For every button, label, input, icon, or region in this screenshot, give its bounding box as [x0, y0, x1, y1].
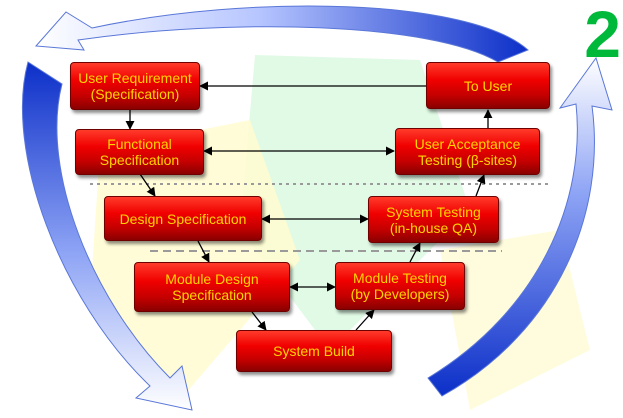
- slide-number: 2: [584, 0, 621, 71]
- box-module-design-specification: Module Design Specification: [134, 262, 290, 312]
- watermark-yellow-shape: [90, 120, 300, 400]
- left-curved-arrow: [21, 61, 193, 411]
- box-to-user: To User: [426, 62, 550, 109]
- right-curved-arrow: [427, 56, 613, 397]
- box-functional-specification: Functional Specification: [75, 129, 204, 175]
- connector-moduletesting-to-systemtesting: [409, 242, 421, 263]
- connector-systemtesting-to-acceptance: [475, 174, 486, 197]
- box-system-testing: System Testing (in-house QA): [368, 196, 499, 243]
- connector-functional-to-design: [139, 173, 156, 197]
- connector-build-to-moduletesting: [355, 309, 375, 331]
- box-system-build: System Build: [236, 330, 392, 372]
- box-design-specification: Design Specification: [104, 196, 262, 241]
- box-module-testing: Module Testing (by Developers): [335, 262, 465, 310]
- connector-module-to-build: [251, 311, 267, 331]
- box-user-acceptance-testing: User Acceptance Testing (β-sites): [395, 128, 540, 175]
- connector-design-to-module: [197, 240, 210, 263]
- top-curved-arrow: [34, 5, 529, 63]
- box-user-requirement: User Requirement (Specification): [70, 62, 200, 110]
